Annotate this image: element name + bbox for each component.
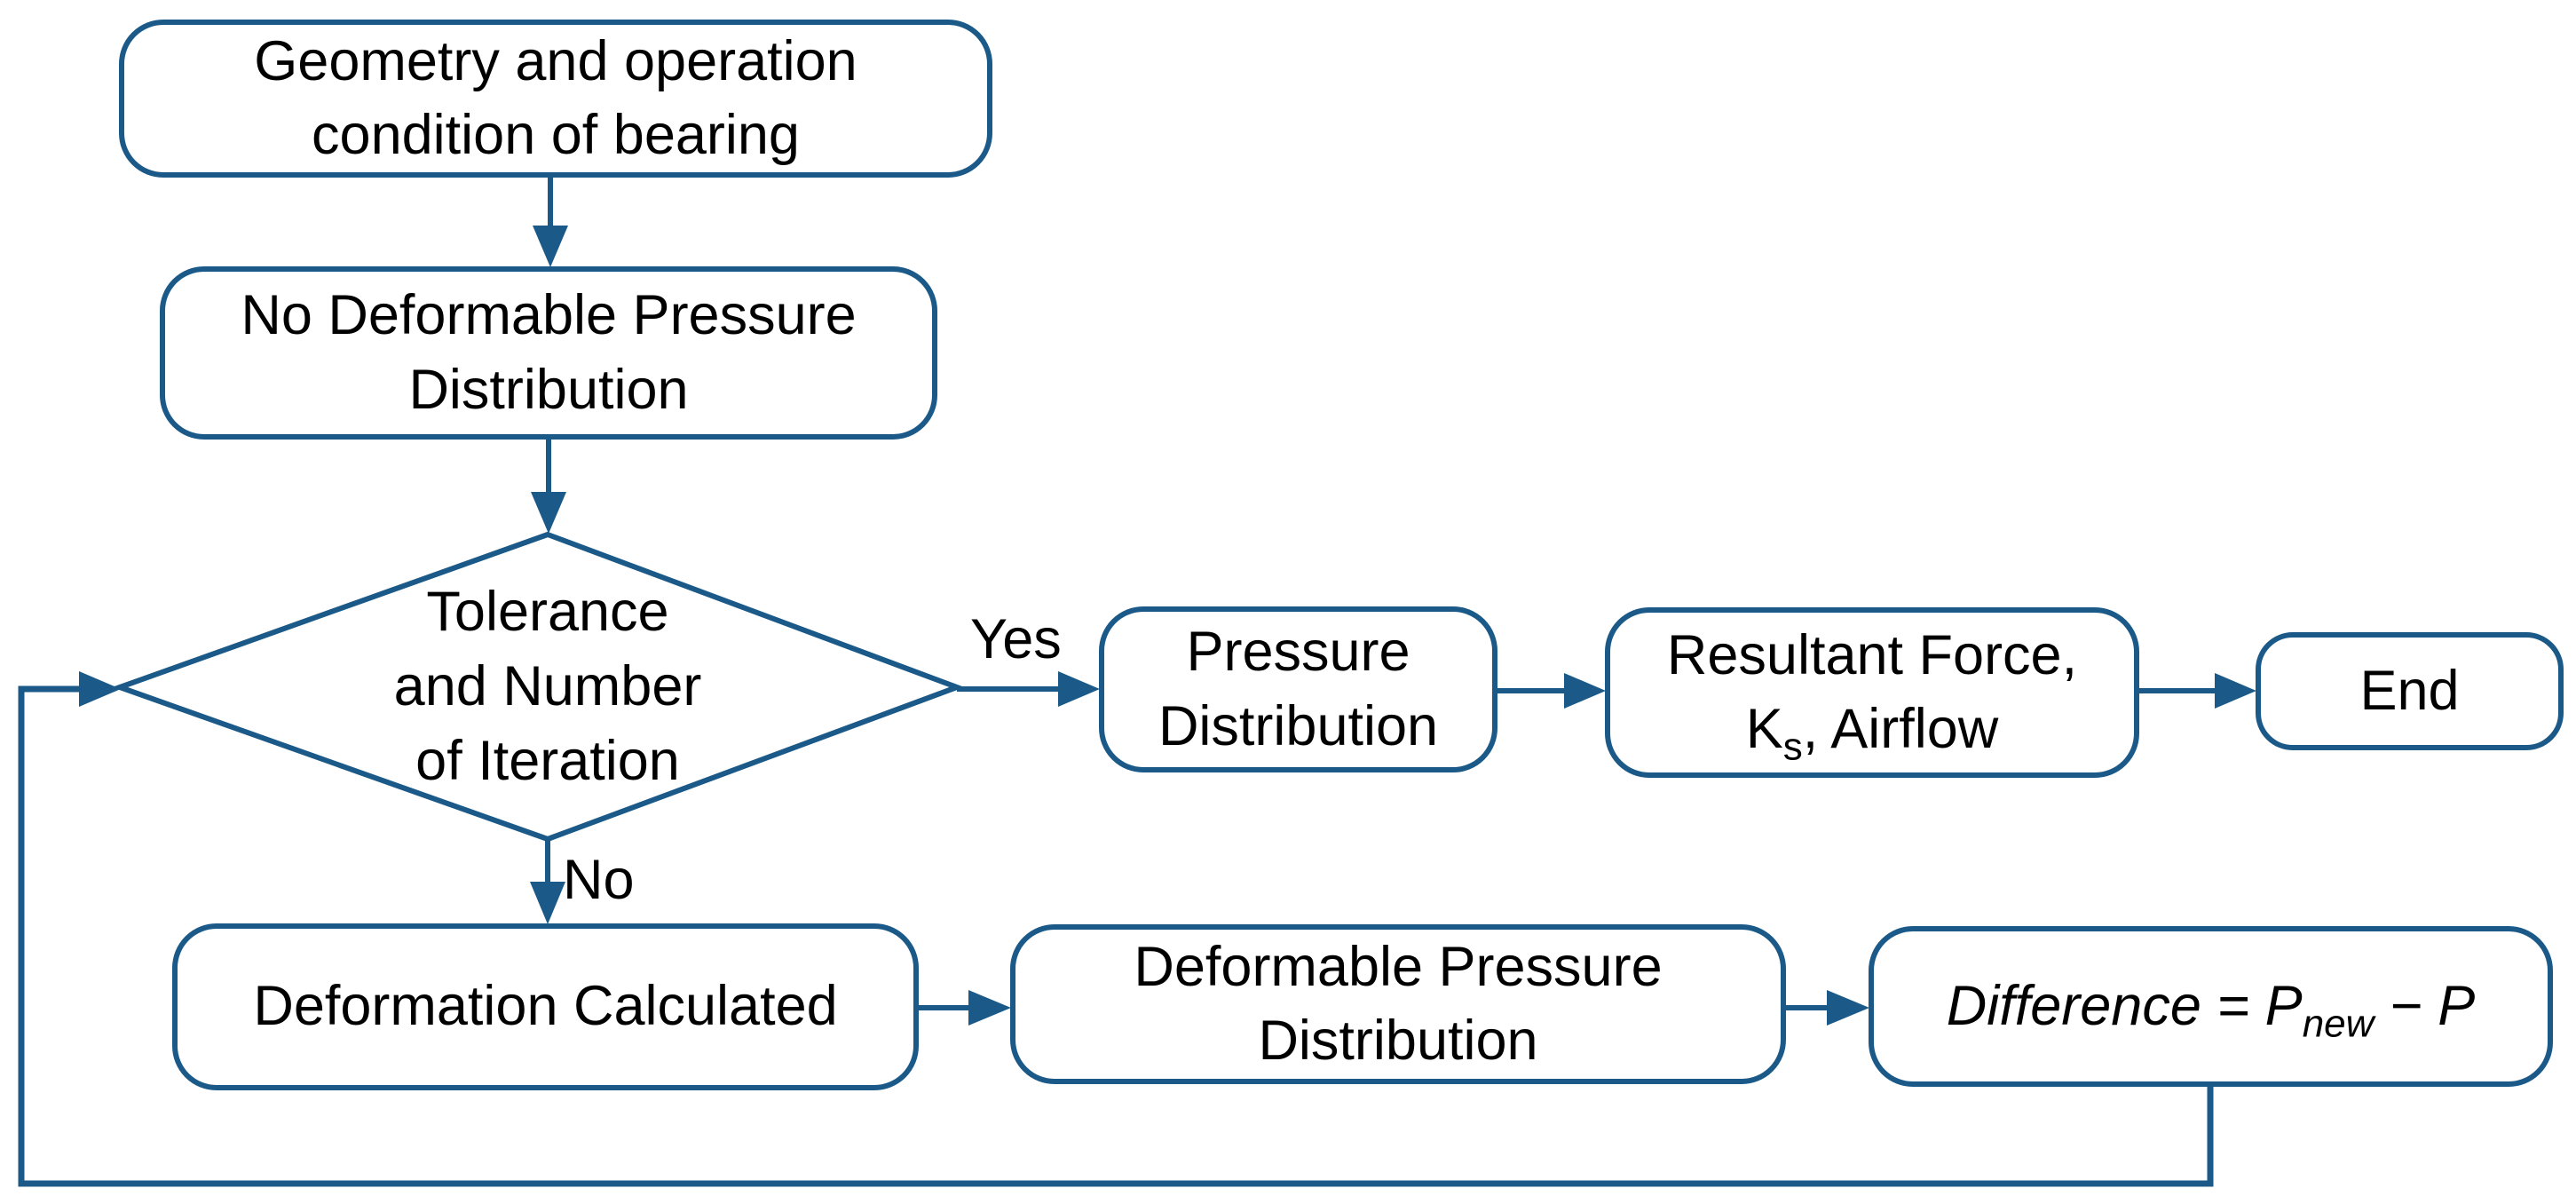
connector-pressure-to-resultant — [1497, 673, 1606, 709]
node-resultant-force: Resultant Force, Ks, Airflow — [1605, 607, 2139, 778]
node-no-deformable-pressure: No Deformable Pressure Distribution — [160, 266, 937, 440]
connector-resultant-to-end — [2139, 673, 2256, 709]
difference-subscript: new — [2302, 1002, 2375, 1046]
arrow-right-icon — [968, 990, 1011, 1026]
node-end: End — [2256, 632, 2564, 750]
arrow-down-icon — [533, 226, 568, 267]
node-pressure-distribution: Pressure Distribution — [1099, 606, 1497, 772]
node-resultant-force-label: Resultant Force, Ks, Airflow — [1667, 619, 2077, 766]
connector-deformable-to-difference — [1786, 990, 1869, 1026]
difference-tail: − P — [2374, 974, 2476, 1037]
arrow-right-icon — [1827, 990, 1869, 1026]
node-deformation-calculated-label: Deformation Calculated — [253, 975, 838, 1038]
node-geometry-operation-label: Geometry and operation condition of bear… — [254, 29, 857, 166]
branch-label-yes: Yes — [970, 608, 1062, 670]
connector-line — [18, 685, 2214, 1187]
arrow-down-icon — [530, 882, 565, 924]
node-deformable-pressure-label: Deformable Pressure Distribution — [1134, 935, 1663, 1072]
arrow-right-icon — [79, 671, 121, 707]
difference-lead: Difference = P — [1946, 974, 2303, 1037]
resultant-k-subscript: s — [1782, 725, 1803, 769]
resultant-k-base: K — [1745, 698, 1783, 760]
resultant-line1: Resultant Force, — [1666, 623, 2078, 686]
connector-nodeform-to-decision — [531, 438, 566, 534]
node-no-deformable-pressure-label: No Deformable Pressure Distribution — [241, 284, 857, 421]
node-difference-formula: Difference = Pnew − P — [1869, 926, 2553, 1087]
connector-yes-to-pressure — [957, 671, 1100, 707]
decision-diamond-label-box: Tolerance and Number of Iteration — [281, 573, 814, 802]
arrow-right-icon — [1058, 671, 1100, 707]
arrow-down-icon — [531, 492, 566, 534]
node-geometry-operation: Geometry and operation condition of bear… — [119, 20, 992, 178]
connector-no-to-deformation — [530, 839, 565, 924]
arrow-right-icon — [2215, 673, 2256, 709]
node-deformable-pressure: Deformable Pressure Distribution — [1010, 924, 1786, 1084]
connector-feedback-loop — [18, 671, 2214, 1187]
node-difference-formula-label: Difference = Pnew − P — [1947, 970, 2476, 1043]
node-deformation-calculated: Deformation Calculated — [172, 923, 919, 1090]
branch-label-no: No — [563, 849, 635, 911]
connector-geometry-to-nodeform — [533, 176, 568, 267]
resultant-airflow: , Airflow — [1802, 698, 1999, 760]
node-pressure-distribution-label: Pressure Distribution — [1158, 621, 1439, 757]
arrow-right-icon — [1564, 673, 1606, 709]
node-end-label: End — [2359, 659, 2460, 722]
decision-diamond-label: Tolerance and Number of Iteration — [393, 581, 702, 792]
connector-deformation-to-deformable — [919, 990, 1011, 1026]
